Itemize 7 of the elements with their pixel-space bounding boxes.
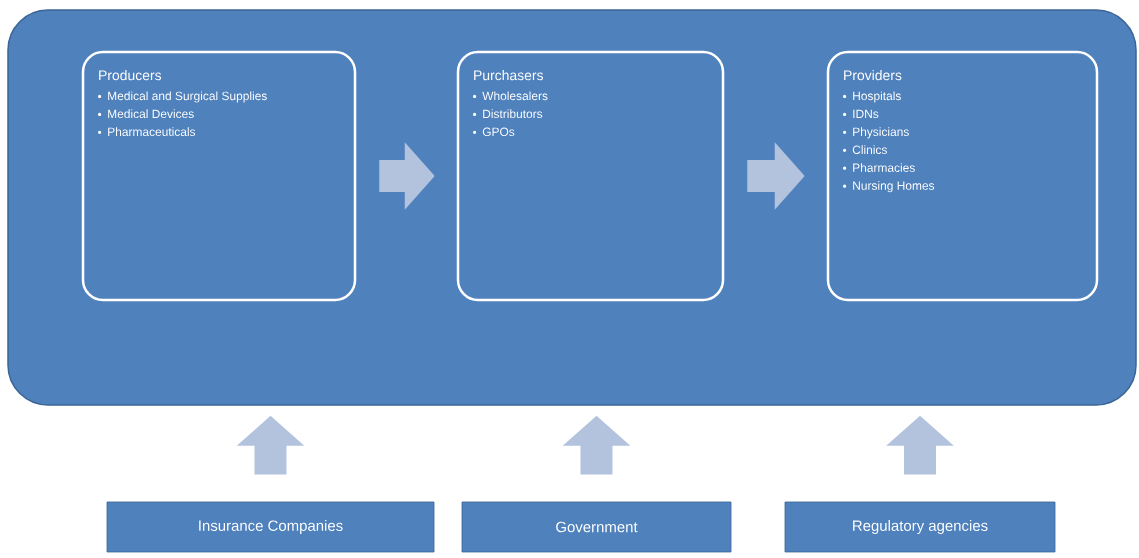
category-box: Purchasers Wholesalers Distributors GPOs (456, 50, 725, 302)
stakeholder-box: Insurance Companies (106, 501, 435, 553)
category-box: Providers Hospitals IDNs Physicians Clinics Pharmacies Nursing Homes (826, 50, 1099, 302)
category-box: Producers Medical and Surgical Supplies Medical Devices Pharmaceuticals (81, 50, 357, 302)
rounded-panel (7, 9, 1137, 406)
stakeholder-box: Regulatory agencies (784, 501, 1056, 553)
stakeholder-box: Government (461, 501, 732, 553)
